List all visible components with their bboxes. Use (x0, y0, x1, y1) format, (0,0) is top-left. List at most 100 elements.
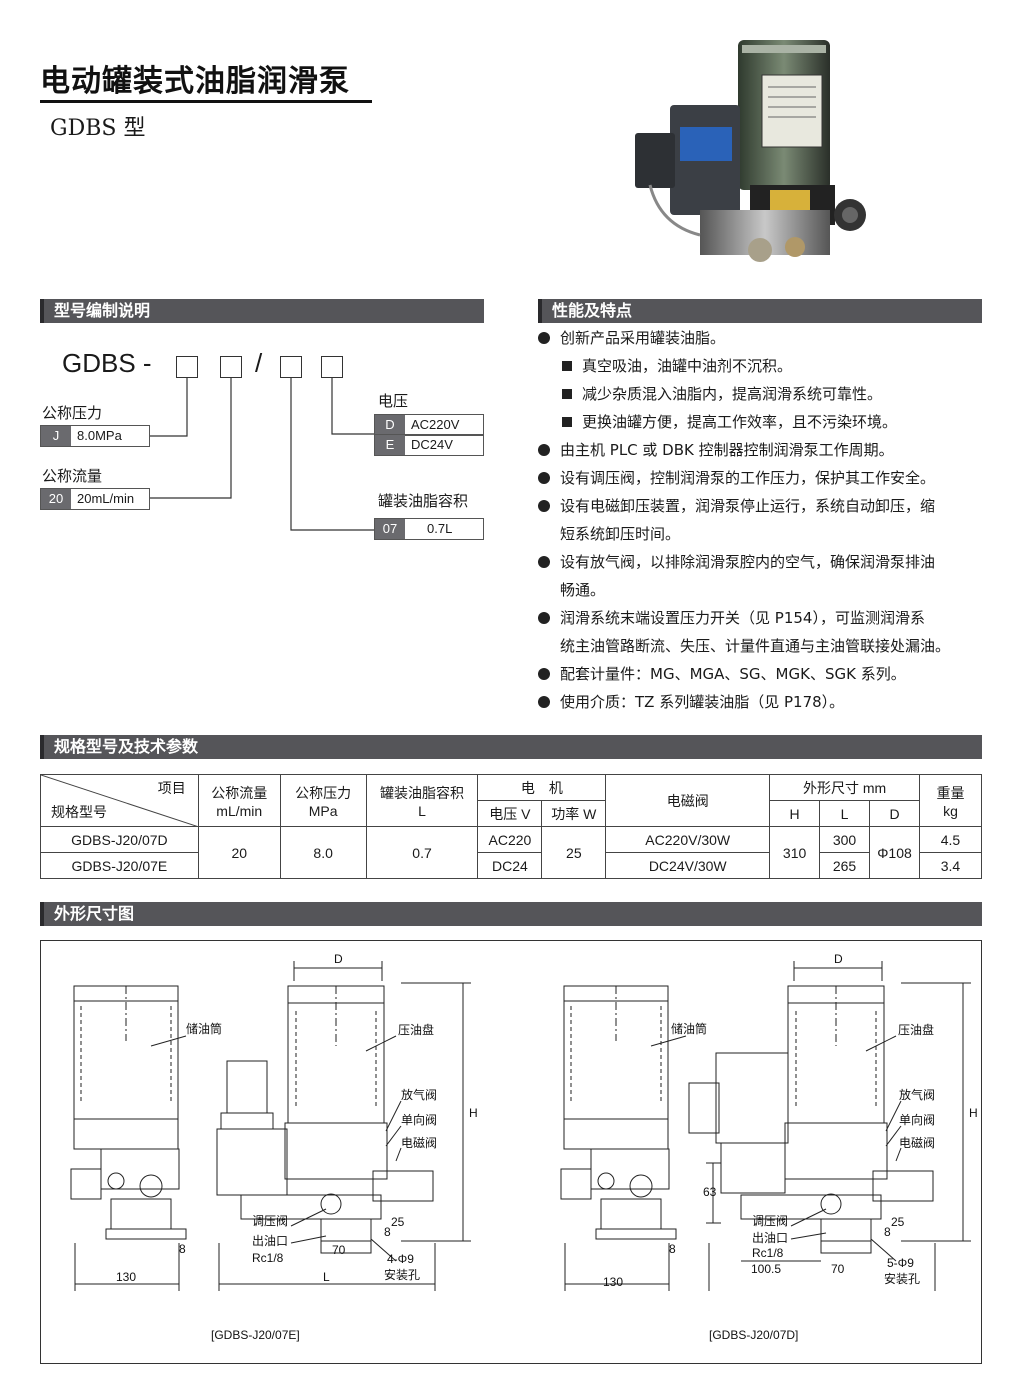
cell-weight: 4.5 (918, 826, 983, 853)
header-weight-label: 重量 (936, 784, 965, 801)
feature-text: 设有调压阀，控制润滑泵的工作压力，保护其工作安全。 (560, 469, 936, 487)
square-bullet-icon (562, 389, 572, 399)
cell-valve: AC220V/30W (605, 826, 771, 853)
header-flow-unit: mL/min (216, 802, 263, 819)
dim-63: 63 (703, 1185, 717, 1199)
feature-continuation: 统主油管路断流、失压、计量件直通与主油管联接处漏油。 (538, 632, 988, 660)
volume-code: 07 (375, 519, 405, 539)
feature-text: 减少杂质混入油脂内，提高润滑系统可靠性。 (582, 385, 883, 403)
label-thread: Rc1/8 (252, 1251, 284, 1265)
page-title: 电动罐装式油脂润滑泵 (40, 64, 350, 99)
label-tank: 储油筒 (186, 1021, 222, 1036)
header-volume-label: 罐装油脂容积 (380, 784, 465, 801)
header-volume-unit: L (418, 802, 426, 819)
feature-subitem: 更换油罐方便，提高工作效率，且不污染环境。 (538, 408, 988, 436)
section-drawing: 外形尺寸图 (40, 902, 982, 926)
cell-H: 310 (769, 826, 821, 879)
cell-weight: 3.4 (918, 852, 983, 879)
dimension-drawings: 储油筒 压油盘 放气阀 单向阀 电磁阀 调压阀 出油口 Rc1/8 4-Φ9 安… (70, 952, 978, 1342)
label-regulator: 调压阀 (252, 1214, 288, 1228)
square-bullet-icon (562, 417, 572, 427)
cell-volume: 0.7 (365, 826, 479, 879)
header-dims: 外形尺寸 mm (769, 774, 920, 801)
feature-text: 统主油管路断流、失压、计量件直通与主油管联接处漏油。 (560, 637, 951, 655)
label-solenoid: 电磁阀 (401, 1135, 437, 1150)
feature-item: 设有电磁卸压装置，润滑泵停止运行，系统自动卸压，缩 (538, 492, 988, 520)
code-box-volume (280, 356, 302, 378)
cell-valve: DC24V/30W (605, 852, 771, 879)
bullet-icon (538, 668, 550, 680)
model-prefix: GDBS - (62, 348, 152, 378)
header-weight-unit: kg (943, 802, 958, 819)
dim-100-5: 100.5 (751, 1262, 781, 1276)
feature-text: 创新产品采用罐装油脂。 (560, 329, 726, 347)
feature-text: 设有放气阀，以排除润滑泵腔内的空气，确保润滑泵排油 (560, 553, 936, 571)
header-power: 功率 W (541, 800, 607, 827)
label-thread: Rc1/8 (752, 1246, 784, 1260)
feature-text: 更换油罐方便，提高工作效率，且不污染环境。 (582, 413, 898, 431)
code-box-pressure (176, 356, 198, 378)
header-item: 项目 (157, 780, 186, 796)
label-holes: 5-Φ9 (887, 1256, 914, 1270)
label-plate: 压油盘 (898, 1022, 934, 1037)
dim-25: 25 (891, 1215, 905, 1229)
code-box-voltage (321, 356, 343, 378)
cell-pressure: 8.0 (279, 826, 367, 879)
drawing-left-labels: 储油筒 压油盘 放气阀 单向阀 电磁阀 调压阀 出油口 Rc1/8 4-Φ9 安… (116, 952, 478, 1342)
dim-8: 8 (179, 1242, 186, 1256)
pressure-value: 8.0MPa (77, 428, 122, 443)
bullet-icon (538, 696, 550, 708)
dim-D: D (334, 952, 343, 966)
feature-item: 由主机 PLC 或 DBK 控制器控制润滑泵工作周期。 (538, 436, 988, 464)
bullet-icon (538, 332, 550, 344)
feature-continuation: 畅通。 (538, 576, 988, 604)
feature-item: 使用介质：TZ 系列罐装油脂（见 P178）。 (538, 688, 988, 716)
feature-item: 创新产品采用罐装油脂。 (538, 324, 988, 352)
drawing-left (70, 961, 471, 1291)
label-regulator: 调压阀 (752, 1214, 788, 1228)
label-mount: 安装孔 (384, 1267, 420, 1282)
dim-130: 130 (116, 1270, 136, 1284)
dim-D: D (834, 952, 843, 966)
feature-text: 畅通。 (560, 581, 606, 599)
drawing-right-labels: 储油筒 压油盘 放气阀 单向阀 电磁阀 调压阀 出油口 Rc1/8 5-Φ9 安… (603, 952, 978, 1342)
label-volume: 罐装油脂容积 (378, 492, 469, 510)
feature-text: 使用介质：TZ 系列罐装油脂（见 P178）。 (560, 693, 845, 711)
product-photo (635, 40, 866, 262)
header-pressure-unit: MPa (308, 802, 338, 819)
cell-model: GDBS-J20/07E (40, 852, 199, 879)
section-specs: 规格型号及技术参数 (40, 735, 982, 759)
header-flow-label: 公称流量 (211, 784, 268, 801)
feature-text: 配套计量件：MG、MGA、SG、MGK、SGK 系列。 (560, 665, 906, 683)
dimension-drawing-frame: 储油筒 压油盘 放气阀 单向阀 电磁阀 调压阀 出油口 Rc1/8 4-Φ9 安… (40, 940, 982, 1364)
cell-flow: 20 (197, 826, 281, 879)
cell-voltage: AC220 (477, 826, 543, 853)
header-motor: 电 机 (477, 774, 607, 801)
voltage-code: D (375, 415, 405, 435)
label-flow: 公称流量 (42, 467, 103, 485)
header-valve: 电磁阀 (605, 774, 771, 827)
dim-8: 8 (384, 1225, 391, 1239)
label-solenoid: 电磁阀 (899, 1135, 935, 1150)
caption-right: [GDBS-J20/07D] (709, 1328, 798, 1342)
header-voltage: 电压 V (477, 800, 543, 827)
features-list: 创新产品采用罐装油脂。真空吸油，油罐中油剂不沉积。减少杂质混入油脂内，提高润滑系… (538, 324, 988, 716)
label-outlet: 出油口 (252, 1234, 288, 1248)
bullet-icon (538, 500, 550, 512)
cell-D: Φ108 (869, 826, 920, 879)
flow-value: 20mL/min (77, 491, 135, 506)
feature-subitem: 真空吸油，油罐中油剂不沉积。 (538, 352, 988, 380)
dim-70: 70 (831, 1262, 845, 1276)
label-voltage: 电压 (378, 392, 409, 410)
label-check: 单向阀 (401, 1112, 437, 1127)
dim-130: 130 (603, 1275, 623, 1289)
cell-L: 265 (819, 852, 871, 879)
